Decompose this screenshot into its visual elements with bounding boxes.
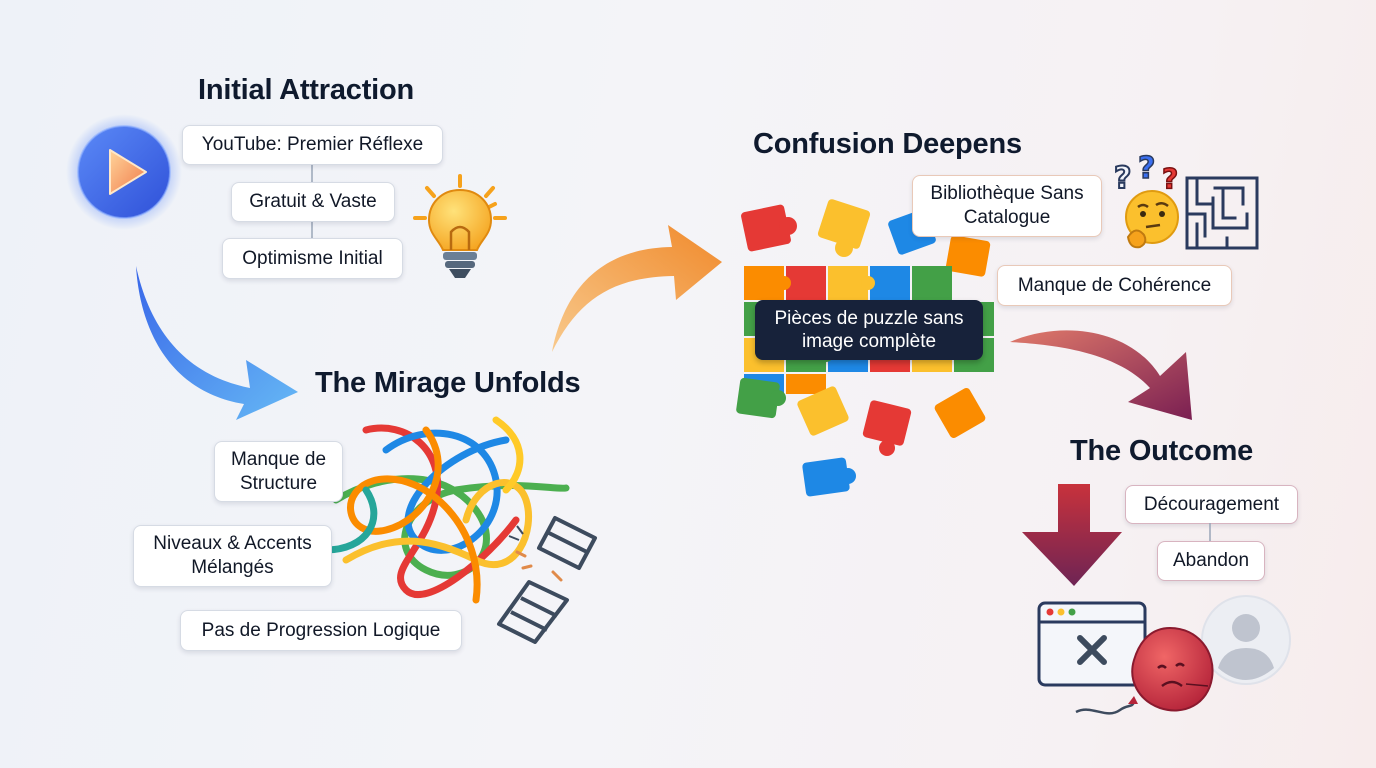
chip-niveaux-accents-melanges: Niveaux & Accents Mélangés [133, 525, 332, 587]
error-window-icon [1037, 601, 1147, 687]
chip-manque-de-coherence: Manque de Cohérence [997, 265, 1232, 306]
chip-manque-de-structure: Manque de Structure [214, 441, 343, 502]
chip-bibliotheque-sans-catalogue: Bibliothèque Sans Catalogue [912, 175, 1102, 237]
tangled-lines-icon [322, 416, 570, 604]
puzzle-label: Pièces de puzzle sans image complète [755, 300, 983, 360]
user-avatar-icon [1201, 595, 1291, 685]
thinking-face-icon [1125, 190, 1179, 249]
orange-flow-arrow [552, 225, 722, 352]
svg-text:?: ? [1138, 151, 1155, 186]
blue-flow-arrow [136, 266, 298, 420]
chip-decouragement: Découragement [1125, 485, 1298, 524]
outcome-title: The Outcome [1070, 435, 1254, 467]
play-icon [66, 114, 182, 230]
initial-attraction-title: Initial Attraction [198, 74, 415, 106]
down-arrow-icon [1022, 484, 1122, 586]
deflated-balloon-icon [1075, 626, 1214, 715]
outcome-connector-line [1209, 523, 1211, 543]
broken-ladder-icon [497, 516, 597, 644]
chip-gratuit-vaste: Gratuit & Vaste [231, 182, 395, 222]
crimson-flow-arrow [1010, 330, 1192, 420]
svg-text:?: ? [1162, 162, 1178, 195]
chip-youtube-premier-reflexe: YouTube: Premier Réflexe [182, 125, 443, 165]
chip-pas-de-progression-logique: Pas de Progression Logique [180, 610, 462, 651]
maze-icon [1185, 176, 1259, 250]
svg-text:?: ? [1114, 161, 1131, 196]
confusion-deepens-title: Confusion Deepens [753, 128, 1022, 160]
chip-abandon: Abandon [1157, 541, 1265, 581]
mirage-unfolds-title: The Mirage Unfolds [315, 367, 581, 399]
chip-optimisme-initial: Optimisme Initial [222, 238, 403, 279]
lightbulb-icon [413, 174, 507, 278]
question-marks-icon: ? ? ? [1113, 150, 1179, 197]
